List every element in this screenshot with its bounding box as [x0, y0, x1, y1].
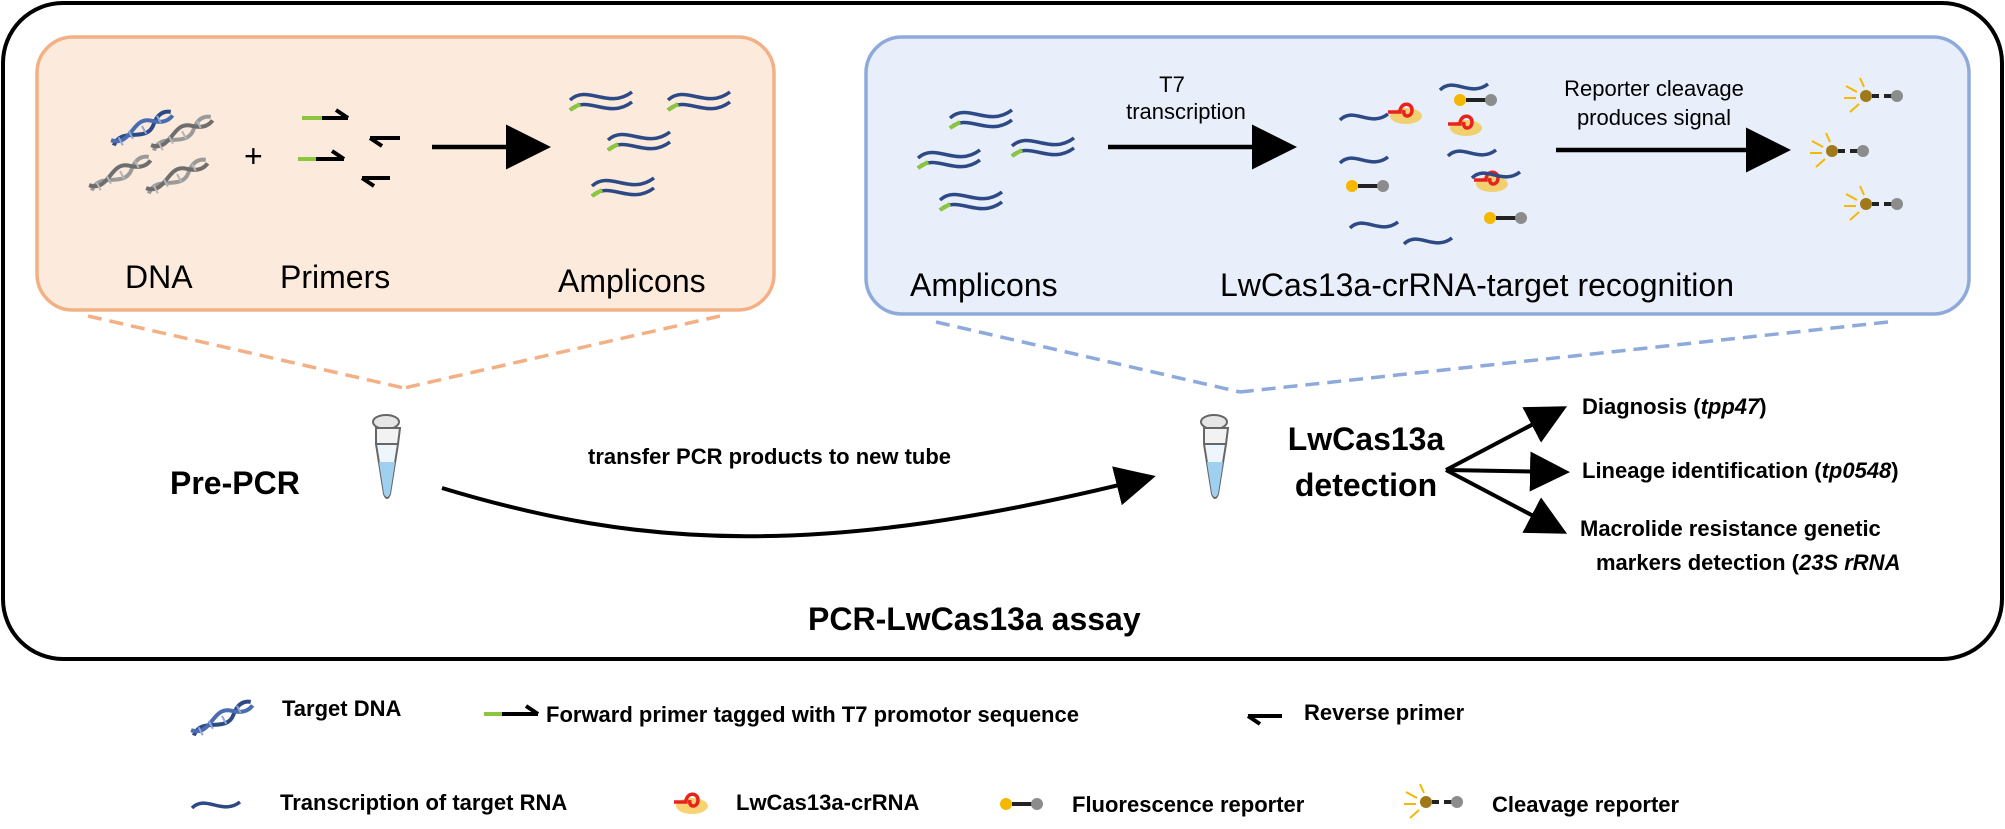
reporter-label-line2: produces signal [1577, 105, 1731, 130]
assay-title: PCR-LwCas13a assay [808, 601, 1141, 637]
transfer-arrow [441, 466, 1156, 539]
outcome-arrows [1445, 406, 1570, 534]
outcome-diagnosis: Diagnosis (tpp47) [1582, 394, 1767, 419]
primers-label: Primers [280, 259, 390, 295]
pre-pcr-label: Pre-PCR [170, 465, 300, 501]
amplicons-label: Amplicons [558, 263, 706, 299]
forward-primer-icon [484, 704, 540, 716]
crrna-icon [672, 792, 710, 816]
transfer-label: transfer PCR products to new tube [588, 444, 951, 469]
outcome-macrolide-line2: markers detection (23S rRNA [1596, 550, 1900, 575]
amplicons-label-2: Amplicons [910, 267, 1058, 303]
legend-crrna: LwCas13a-crRNA [736, 790, 920, 815]
fluorescence-reporter-icon [998, 796, 1045, 812]
legend-cleave-reporter: Cleavage reporter [1492, 792, 1680, 817]
legend-fluor-reporter: Fluorescence reporter [1072, 792, 1305, 817]
legend-target-dna: Target DNA [282, 696, 401, 721]
legend-forward-primer: Forward primer tagged with T7 promotor s… [546, 702, 1079, 727]
pcr-zoom-lines [87, 314, 721, 390]
detection-panel [864, 35, 1971, 316]
recognition-label: LwCas13a-crRNA-target recognition [1220, 267, 1734, 303]
target-rna-icon [190, 800, 242, 810]
legend: Target DNA Forward primer tagged with T7… [190, 696, 1680, 820]
detection-label-line2: detection [1295, 467, 1437, 503]
detection-zoom-lines [935, 320, 1889, 394]
t7-label-line1: T7 [1159, 72, 1185, 97]
reporter-label-line1: Reporter cleavage [1564, 76, 1744, 101]
primers-icon [298, 108, 400, 188]
plus-sign: + [244, 138, 263, 174]
cleavage-reporter-icon [1402, 782, 1465, 820]
outcome-lineage: Lineage identification (tp0548) [1582, 458, 1899, 483]
reverse-primer-icon [1246, 714, 1282, 726]
outcome-macrolide-line1: Macrolide resistance genetic [1580, 516, 1881, 541]
detection-label-line1: LwCas13a [1288, 421, 1445, 457]
dna-label: DNA [125, 259, 193, 295]
legend-target-rna: Transcription of target RNA [280, 790, 567, 815]
t7-label-line2: transcription [1126, 99, 1246, 124]
target-dna-icon [190, 697, 254, 740]
legend-reverse-primer: Reverse primer [1304, 700, 1465, 725]
